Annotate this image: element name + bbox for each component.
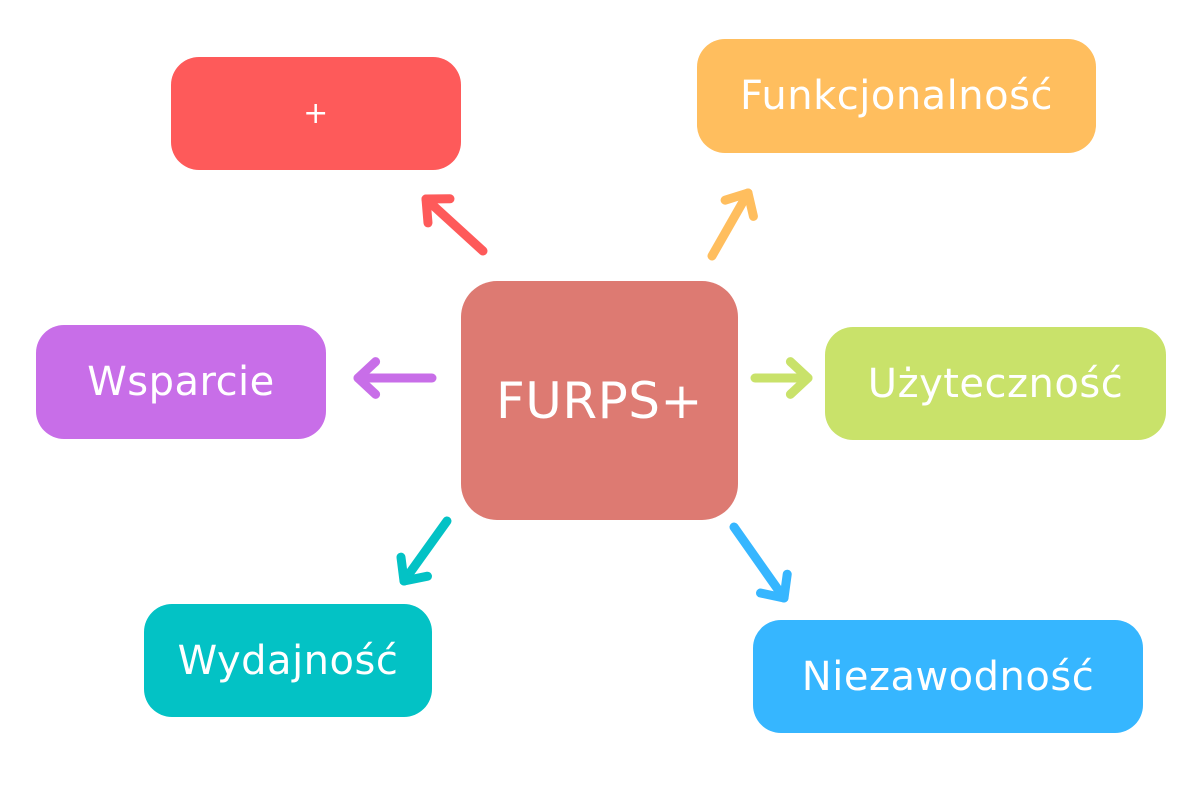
performance-node: Wydajność <box>144 604 432 717</box>
reliability-node: Niezawodność <box>753 620 1143 733</box>
arrow-to-performance <box>396 516 452 586</box>
center-label: FURPS+ <box>496 371 703 430</box>
support-label: Wsparcie <box>87 359 275 405</box>
furps-center-node: FURPS+ <box>461 281 738 520</box>
support-node: Wsparcie <box>36 325 326 439</box>
arrow-to-functionality <box>707 188 758 261</box>
usability-node: Użyteczność <box>825 327 1166 440</box>
functionality-label: Funkcjonalność <box>740 73 1053 119</box>
performance-label: Wydajność <box>177 637 399 684</box>
functionality-node: Funkcjonalność <box>697 39 1096 153</box>
arrow-to-reliability <box>729 522 792 603</box>
reliability-label: Niezawodność <box>801 653 1095 700</box>
arrow-to-support <box>353 357 437 399</box>
usability-label: Użyteczność <box>867 360 1124 407</box>
plus-label: + <box>303 96 329 131</box>
plus-node: + <box>171 57 461 170</box>
arrow-to-plus <box>421 194 488 256</box>
arrow-to-usability <box>750 357 813 399</box>
